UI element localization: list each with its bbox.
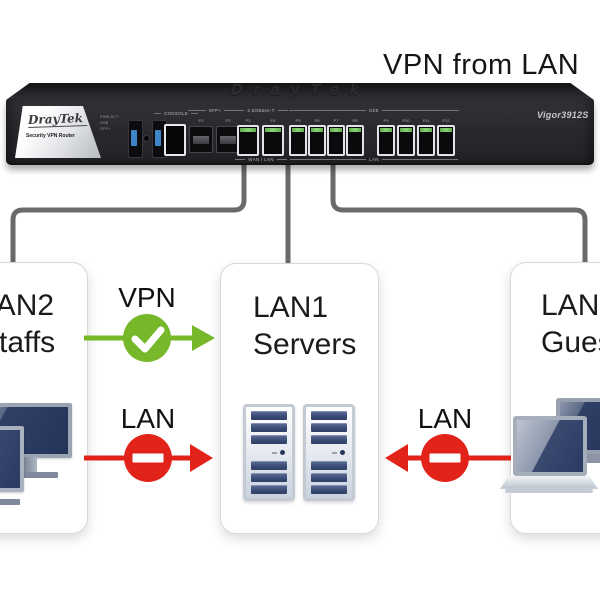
server-tower-icon	[243, 404, 295, 501]
server-slat	[251, 411, 287, 420]
sfp-group-label: SFP+	[188, 108, 242, 113]
lan2-title-line1: LAN2	[0, 289, 55, 322]
console-label: CONSOLE	[154, 111, 198, 116]
lan1-box-title: LAN1 Servers	[253, 289, 356, 363]
router-top-surface: DrayTek	[6, 83, 594, 100]
wire-to-lan2	[10, 157, 247, 273]
port-label-p3: P3	[245, 118, 251, 123]
rj45-port-p7	[327, 125, 345, 156]
server-slat	[251, 423, 287, 432]
rj45-port-p10	[397, 125, 415, 156]
rj45-port-p6	[308, 125, 326, 156]
monitor-icon	[0, 426, 24, 492]
sfp-cage-icon	[193, 136, 209, 144]
monitor-base	[6, 472, 58, 478]
rj45-port-p5	[289, 125, 307, 156]
power-button-icon	[340, 450, 345, 455]
rj45-port-p3	[237, 125, 259, 156]
rj45-port-p8	[346, 125, 364, 156]
console-port	[164, 124, 186, 156]
rj45-port-p12	[437, 125, 455, 156]
drive-slot	[272, 451, 277, 454]
router-tagline: Security VPN Router	[26, 133, 75, 139]
usb-port-1	[128, 120, 143, 158]
lan-left-arrowhead	[190, 444, 213, 472]
lan1-title-line2: Servers	[253, 328, 357, 361]
factory-reset-button	[144, 136, 149, 141]
server-slat	[251, 473, 287, 482]
server-slat	[251, 435, 287, 444]
wire-to-lan3	[330, 157, 588, 273]
diagram-title: VPN from LAN	[383, 49, 580, 81]
port-label-p11: P11	[422, 118, 430, 123]
port-label-p6: P6	[314, 118, 320, 123]
lan3-title-line1: LAN3	[541, 289, 600, 322]
monitor-base	[0, 499, 20, 505]
check-icon	[123, 314, 171, 362]
server-slat	[311, 485, 347, 494]
no-entry-bar	[429, 453, 461, 463]
laptop-base-shadow	[505, 489, 593, 493]
laptop-base	[500, 476, 598, 489]
server-slat	[311, 473, 347, 482]
lan3-title-line2: Guests	[541, 326, 600, 359]
led-panel: PWR ACT USB SFP+	[100, 114, 130, 132]
port-label-p8: P8	[352, 118, 358, 123]
monitor-icon	[0, 403, 72, 458]
lan-right-link-label: LAN	[417, 403, 473, 434]
server-slat	[311, 411, 347, 420]
router-model: Vigor3912S	[537, 110, 589, 120]
group-label-25g: 2.5GBase-T	[234, 108, 288, 113]
server-slat	[251, 461, 287, 470]
lan1-title-line1: LAN1	[253, 291, 329, 324]
rj45-port-p11	[417, 125, 435, 156]
power-button-icon	[280, 450, 285, 455]
lan-right-arrowhead	[385, 444, 408, 472]
rj45-port-p9	[377, 125, 395, 156]
lan-left-link-label: LAN	[120, 403, 176, 434]
server-front	[311, 447, 347, 458]
port-label-p10: P10	[402, 118, 410, 123]
laptop-screen-icon	[513, 416, 587, 476]
port-label-p2: P2	[225, 118, 231, 123]
router-front-panel: DrayTek Security VPN Router PWR ACT USB …	[6, 99, 594, 165]
group-label-gbe: GbE	[289, 108, 459, 113]
usb-tab-icon	[131, 130, 137, 146]
sfp-port-1	[189, 126, 213, 153]
server-front	[251, 447, 287, 458]
led-row-sfp: SFP+	[100, 127, 111, 131]
usb-tab-icon	[155, 130, 161, 146]
lan2-title-line2: Staffs	[0, 326, 56, 359]
vpn-link-label: VPN	[118, 282, 176, 313]
port-label-p7: P7	[333, 118, 339, 123]
lan-ports-label: LAN	[290, 157, 458, 162]
server-slat	[311, 423, 347, 432]
server-tower-icon	[303, 404, 355, 501]
port-label-p4: P4	[270, 118, 276, 123]
rj45-port-p4	[262, 125, 284, 156]
led-row-usb: USB	[100, 121, 109, 125]
lan3-box-title: LAN3 Guests	[541, 287, 600, 361]
port-label-p12: P12	[442, 118, 450, 123]
drive-slot	[332, 451, 337, 454]
port-label-p9: P9	[383, 118, 389, 123]
port-label-p5: P5	[295, 118, 301, 123]
check-mark	[131, 326, 165, 353]
monitor-stand	[24, 457, 37, 473]
server-slat	[311, 461, 347, 470]
server-slat	[251, 485, 287, 494]
wan-lan-label: WAN / LAN	[235, 157, 287, 162]
server-slat	[311, 435, 347, 444]
router-image: DrayTek DrayTek Security VPN Router PWR …	[6, 83, 594, 167]
vpn-arrowhead	[192, 325, 215, 351]
port-label-p1: P1	[198, 118, 204, 123]
led-row-power: PWR ACT	[100, 115, 119, 119]
sfp-cage-icon	[220, 136, 236, 144]
lan2-box-title: LAN2 Staffs	[0, 287, 55, 361]
no-entry-bar	[132, 453, 164, 463]
